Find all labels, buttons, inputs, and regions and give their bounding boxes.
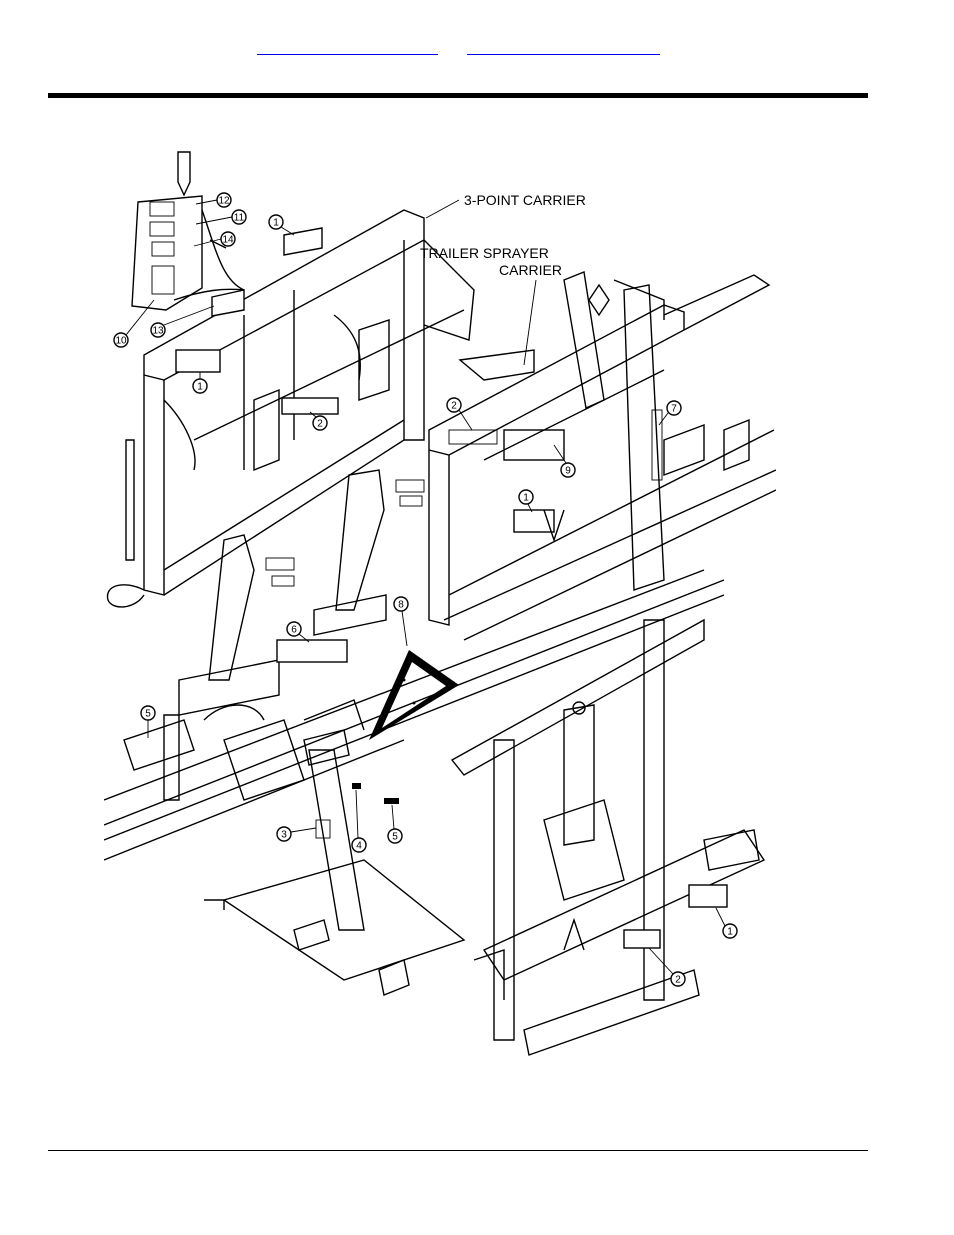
smv-triangle-sign — [369, 650, 459, 740]
decal-sheet — [131, 151, 245, 311]
svg-text:1: 1 — [197, 382, 203, 393]
callout-14: 14 — [193, 231, 236, 247]
callout-11: 11 — [195, 209, 247, 225]
svg-text:1: 1 — [727, 927, 733, 938]
carrier-stands — [178, 469, 425, 716]
parts-diagram: 3-POINT CARRIER TRAILER SPRAYER CARRIER … — [104, 151, 776, 1056]
callout-13: 13 — [150, 305, 215, 338]
three-point-carrier-frame — [106, 209, 475, 608]
callout-6: 6 — [286, 621, 310, 643]
callout-1-sprayer: 1 — [518, 489, 534, 513]
callout-1-front: 1 — [715, 907, 738, 939]
svg-text:5: 5 — [145, 709, 151, 720]
svg-text:9: 9 — [565, 466, 571, 477]
callout-8: 8 — [393, 596, 409, 647]
label-trailer-sprayer-line2: CARRIER — [499, 262, 562, 278]
callout-2-sprayer: 2 — [446, 397, 473, 431]
callout-2-front: 2 — [648, 947, 686, 987]
svg-text:2: 2 — [317, 419, 323, 430]
svg-text:10: 10 — [115, 336, 127, 347]
callout-5-left: 5 — [140, 705, 156, 738]
svg-text:3: 3 — [281, 830, 287, 841]
callout-7: 7 — [658, 400, 682, 426]
top-rule — [48, 93, 868, 98]
svg-text:12: 12 — [218, 196, 230, 207]
svg-text:2: 2 — [675, 975, 681, 986]
svg-text:7: 7 — [671, 404, 677, 415]
svg-text:13: 13 — [152, 326, 164, 337]
callout-4: 4 — [351, 789, 367, 853]
lower-toolbar — [104, 569, 725, 996]
bottom-rule — [48, 1150, 868, 1151]
svg-text:1: 1 — [523, 493, 529, 504]
svg-text:4: 4 — [356, 841, 362, 852]
svg-text:1: 1 — [273, 218, 279, 229]
callout-3: 3 — [276, 826, 317, 842]
front-hitch-carrier — [450, 618, 766, 1056]
svg-text:2: 2 — [451, 401, 457, 412]
callout-1-frame: 1 — [192, 372, 208, 394]
svg-text:5: 5 — [392, 832, 398, 843]
callout-9: 9 — [553, 444, 576, 478]
header-link-2[interactable] — [467, 38, 660, 55]
callout-12: 12 — [195, 192, 232, 208]
label-three-point-carrier: 3-POINT CARRIER — [464, 192, 586, 208]
trailer-sprayer-carrier — [428, 271, 776, 641]
callout-1-decal-top: 1 — [268, 214, 295, 236]
svg-text:8: 8 — [398, 600, 404, 611]
svg-text:14: 14 — [222, 235, 234, 246]
header-link-1[interactable] — [257, 38, 438, 55]
svg-text:6: 6 — [291, 625, 297, 636]
callout-5-mid: 5 — [387, 804, 403, 844]
callout-10: 10 — [113, 299, 155, 348]
callout-2-frame: 2 — [309, 411, 328, 431]
label-trailer-sprayer-line1: TRAILER SPRAYER — [420, 245, 549, 261]
svg-text:11: 11 — [234, 213, 245, 224]
